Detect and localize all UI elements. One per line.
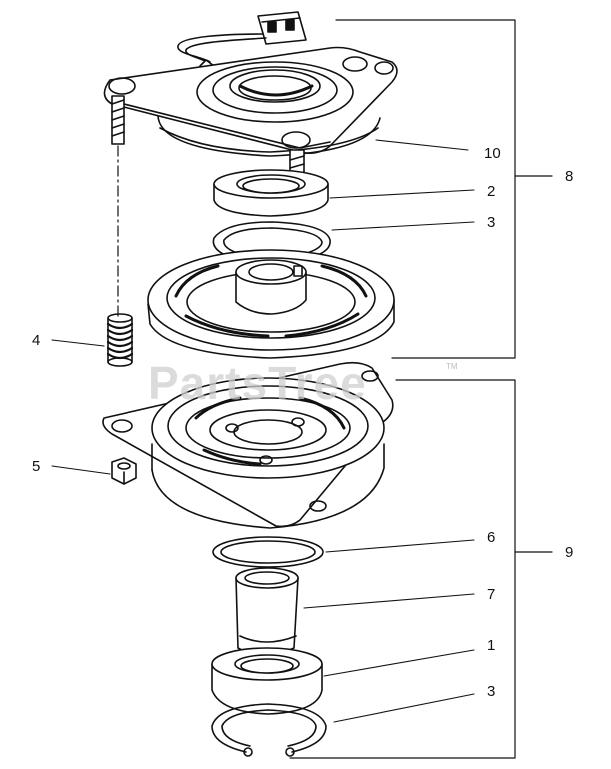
- callout-9: 9: [565, 544, 574, 561]
- callout-8: 8: [565, 168, 574, 185]
- callout-6: 6: [487, 529, 496, 546]
- hex-nut: [111, 457, 137, 485]
- bearing-upper: [213, 169, 329, 217]
- retaining-ring-upper: [212, 221, 331, 261]
- bracket-assembly-9: [289, 379, 553, 759]
- watermark: PartsTree: [148, 357, 367, 409]
- callout-5: 5: [32, 458, 41, 475]
- plate-bolt-left: [111, 95, 125, 145]
- sleeve-bushing: [235, 567, 299, 656]
- callout-7: 7: [487, 586, 496, 603]
- callout-10: 10: [484, 145, 501, 162]
- retaining-ring-middle: [212, 536, 324, 568]
- field-coil-plate: [102, 361, 394, 529]
- bearing-lower: [211, 647, 323, 715]
- callout-4: 4: [32, 332, 41, 349]
- callout-3-lower: 3: [487, 683, 496, 700]
- retaining-ring-bottom: [211, 703, 327, 757]
- armature-disc: [147, 249, 395, 359]
- callout-3-upper: 3: [487, 214, 496, 231]
- callout-2: 2: [487, 183, 496, 200]
- callout-1: 1: [487, 637, 496, 654]
- compression-spring: [106, 313, 134, 367]
- mounting-plate-top: [103, 46, 398, 157]
- watermark-trademark: TM: [446, 362, 458, 371]
- bracket-assembly-8: [335, 19, 553, 359]
- leader-lines: [51, 139, 475, 723]
